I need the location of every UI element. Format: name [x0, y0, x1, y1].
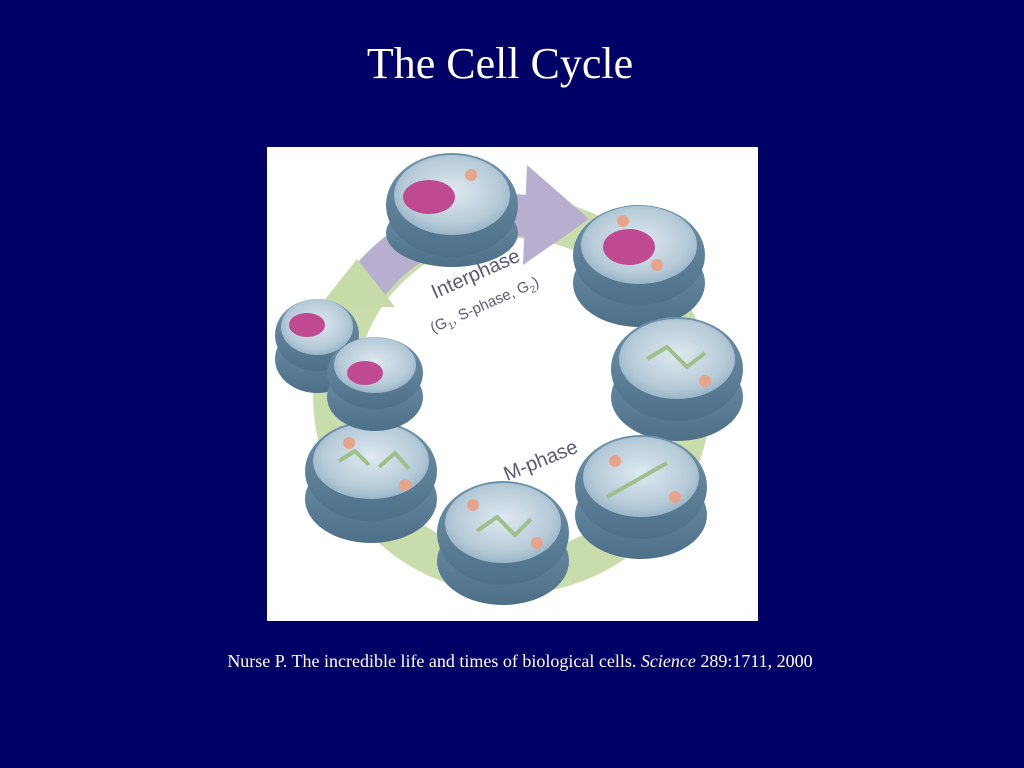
- citation-details: 289:1711, 2000: [695, 651, 813, 671]
- interphase-arrowhead: [523, 165, 589, 265]
- nucleus: [289, 313, 325, 337]
- centrosome: [343, 437, 355, 449]
- cell-telophase: [305, 421, 437, 543]
- centrosome: [465, 169, 477, 181]
- centrosome: [669, 491, 681, 503]
- centrosome: [399, 479, 411, 491]
- mphase-arrowhead: [319, 259, 395, 307]
- mphase-label: M-phase: [501, 436, 581, 486]
- citation: Nurse P. The incredible life and times o…: [0, 650, 1024, 672]
- centrosome: [651, 259, 663, 271]
- nucleus: [347, 361, 383, 385]
- cell-s-phase: [573, 205, 705, 327]
- centrosome: [531, 537, 543, 549]
- cell-anaphase: [437, 481, 569, 605]
- centrosome: [609, 455, 621, 467]
- cell-cycle-figure: Interphase (G1, S-phase, G2) M-phase: [267, 147, 758, 621]
- centrosome: [467, 499, 479, 511]
- cell-cycle-diagram: Interphase (G1, S-phase, G2) M-phase: [275, 153, 743, 605]
- nucleus: [603, 229, 655, 265]
- centrosome: [699, 375, 711, 387]
- nucleus: [403, 180, 455, 214]
- cell-metaphase: [575, 435, 707, 559]
- centrosome: [617, 215, 629, 227]
- cell-g2: [611, 317, 743, 441]
- cell-g1: [386, 153, 518, 267]
- slide-title: The Cell Cycle: [366, 39, 634, 88]
- citation-author: Nurse P. The incredible life and times o…: [227, 651, 641, 671]
- citation-journal: Science: [640, 651, 696, 671]
- cell-daughters: [275, 299, 423, 431]
